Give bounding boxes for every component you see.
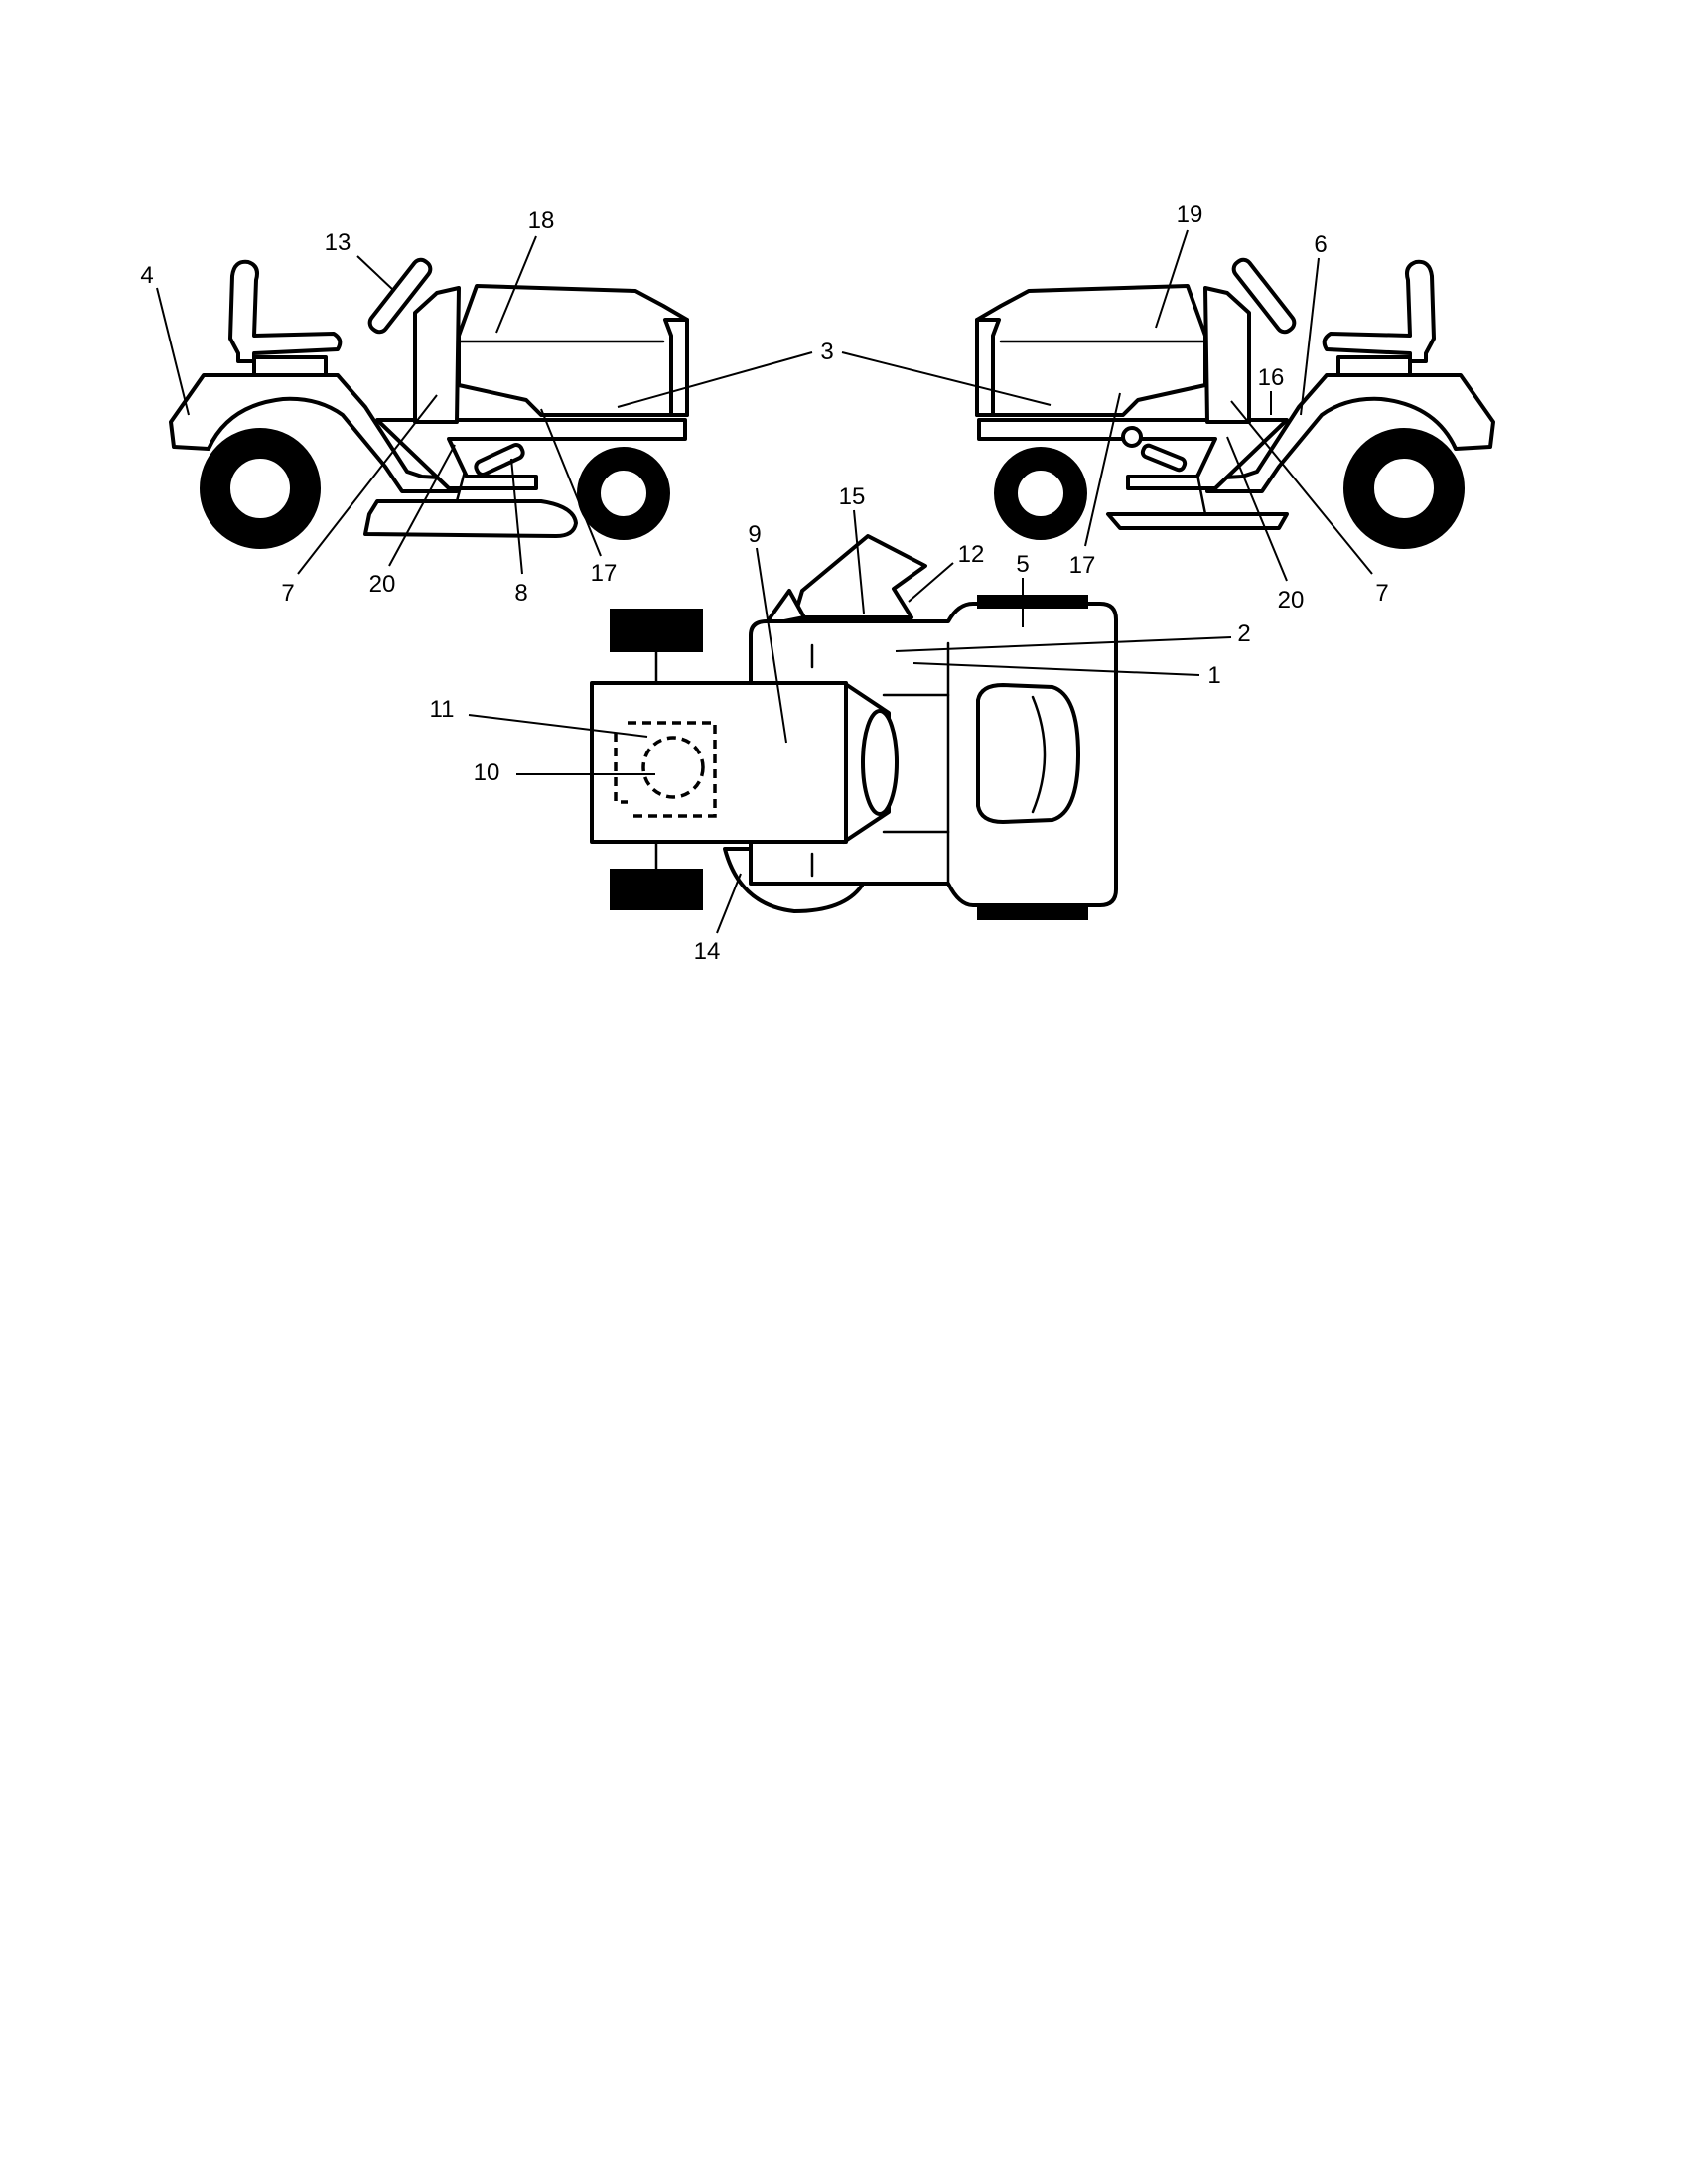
callout-14: 14 xyxy=(694,938,721,965)
right-steering-wheel-icon xyxy=(1231,257,1297,335)
callout-19: 19 xyxy=(1177,202,1203,228)
top-front-tire-upper xyxy=(610,609,703,652)
callout-20-left: 20 xyxy=(369,571,396,598)
right-rear-fender xyxy=(1205,373,1495,493)
callout-17-left: 17 xyxy=(591,560,618,587)
top-engine-outline xyxy=(628,721,717,818)
leader-7l xyxy=(297,394,438,575)
callout-12: 12 xyxy=(958,541,985,568)
top-engine-circle xyxy=(641,736,705,799)
left-lift-lever xyxy=(474,443,525,477)
right-lift-lever xyxy=(1140,443,1188,473)
callout-labels: 4 13 18 3 7 20 8 17 19 6 16 17 20 7 9 15… xyxy=(140,202,1388,965)
leader-12 xyxy=(908,562,954,603)
callout-17-right: 17 xyxy=(1069,552,1096,579)
left-rear-wheel-hub xyxy=(226,455,294,522)
left-mower-deck xyxy=(363,499,578,538)
tractor-left-side-view xyxy=(169,257,689,549)
leader-6 xyxy=(1300,257,1320,416)
top-engine-outline-inner xyxy=(614,733,628,804)
leader-19 xyxy=(1155,229,1189,329)
leader-1 xyxy=(912,662,1200,676)
callout-11: 11 xyxy=(430,696,455,723)
leader-8 xyxy=(510,458,523,575)
callout-7-left: 7 xyxy=(281,580,294,607)
callout-20-right: 20 xyxy=(1278,587,1305,614)
callout-5: 5 xyxy=(1016,551,1029,578)
callout-18: 18 xyxy=(528,207,555,234)
left-steering-wheel-icon xyxy=(367,257,433,335)
callout-16: 16 xyxy=(1258,364,1285,391)
callout-3: 3 xyxy=(820,339,833,365)
left-front-wheel-hub xyxy=(597,467,650,520)
leader-18 xyxy=(495,235,537,334)
leader-17r xyxy=(1084,392,1121,547)
callout-15: 15 xyxy=(839,483,866,510)
left-frame xyxy=(375,418,687,490)
left-hood xyxy=(457,284,689,417)
leader-14 xyxy=(716,873,742,934)
top-hood xyxy=(590,681,848,844)
leader-4 xyxy=(156,287,190,416)
callout-7-right: 7 xyxy=(1375,580,1388,607)
right-mower-deck xyxy=(1106,512,1289,530)
right-seat-post xyxy=(1336,355,1412,377)
top-rear-tire-lower xyxy=(977,906,1088,920)
right-seat-back xyxy=(1322,259,1436,363)
callout-2: 2 xyxy=(1237,620,1250,647)
callout-4: 4 xyxy=(140,262,153,289)
left-deck-hanger xyxy=(455,470,467,503)
callout-8: 8 xyxy=(514,580,527,607)
leader-15 xyxy=(853,509,865,614)
left-seat-post xyxy=(252,355,328,377)
right-rear-wheel-hub xyxy=(1370,455,1438,522)
leader-2 xyxy=(895,636,1232,652)
leader-20r xyxy=(1226,436,1288,582)
tractor-top-view xyxy=(590,534,1118,920)
leader-20l xyxy=(388,444,456,567)
leader-9 xyxy=(756,547,787,744)
right-lever-knob-icon xyxy=(1121,426,1143,448)
callout-1: 1 xyxy=(1207,662,1220,689)
leader-11 xyxy=(468,714,648,738)
leader-13 xyxy=(356,255,394,291)
right-deck-hanger xyxy=(1195,473,1207,516)
leader-7r xyxy=(1230,400,1373,575)
right-front-wheel-hub xyxy=(1014,467,1067,520)
leader-lines xyxy=(156,229,1373,934)
tractor-right-side-view xyxy=(975,257,1495,549)
right-grille xyxy=(975,318,1001,417)
callout-13: 13 xyxy=(325,229,351,256)
left-seat-back xyxy=(228,259,343,363)
leader-3a xyxy=(617,351,813,408)
right-dash-tower xyxy=(1203,286,1251,424)
top-steering-wheel-icon xyxy=(861,709,899,816)
top-seat xyxy=(976,683,1080,824)
callout-6: 6 xyxy=(1314,231,1327,258)
callout-10: 10 xyxy=(474,759,500,786)
top-front-tire-lower xyxy=(610,869,703,910)
left-dash-tower xyxy=(413,286,461,424)
callout-9: 9 xyxy=(748,521,761,548)
top-seat-contour xyxy=(1031,695,1047,814)
leader-17l xyxy=(540,408,602,557)
leader-3b xyxy=(841,351,1052,406)
top-rear-tire-upper xyxy=(977,595,1088,609)
left-grille xyxy=(663,318,689,417)
